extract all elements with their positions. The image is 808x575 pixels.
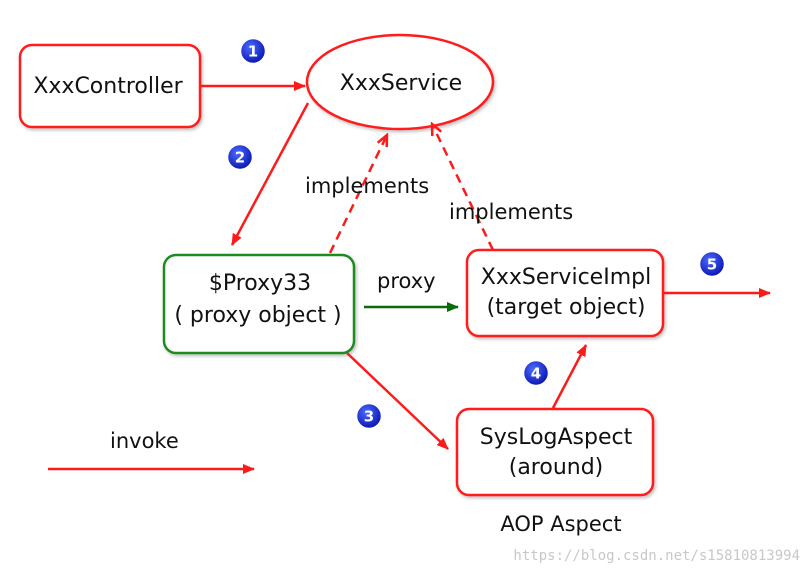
controller-node: XxxController [18,43,202,129]
step-badge-5: 5 [697,249,727,279]
step-badge-5-number: 5 [707,256,717,274]
watermark: https://blog.csdn.net/s15810813994 [513,548,800,564]
service-node: XxxService [305,33,495,131]
implements-label-left: implements [305,174,429,198]
edge-aspect-to-impl [551,344,588,409]
impl-label-line1: XxxServiceImpl [481,265,651,290]
edge-proxy-implements-service [328,135,387,254]
step-badge-1: 1 [238,36,268,66]
aspect-label-line2: (around) [509,455,604,480]
step-badge-3-number: 3 [364,408,374,426]
legend-invoke-label: invoke [110,429,179,453]
edge-proxy-to-aspect [346,352,449,450]
proxy-label-line1: $Proxy33 [209,271,311,296]
edge-impl-implements-service [432,124,495,251]
edge-service-to-proxy [230,102,310,246]
step-badge-2-number: 2 [235,149,245,167]
step-badge-2: 2 [225,142,255,172]
proxy-label-line2: ( proxy object ) [174,303,341,328]
step-badge-1-number: 1 [248,43,258,61]
implements-label-right: implements [449,200,573,224]
aop-aspect-caption: AOP Aspect [500,512,621,536]
step-badge-4: 4 [521,358,551,388]
aspect-label-line1: SysLogAspect [480,425,633,450]
proxy-edge-label: proxy [377,269,436,293]
step-badge-4-number: 4 [531,365,541,383]
impl-label-line2: (target object) [487,295,646,320]
aspect-node: SysLogAspect (around) [455,407,655,497]
proxy-node: $Proxy33 ( proxy object ) [162,253,356,355]
controller-label: XxxController [33,74,183,99]
impl-node: XxxServiceImpl (target object) [465,248,665,338]
service-label: XxxService [340,71,462,96]
legend: invoke [48,429,255,474]
step-badge-3: 3 [354,401,384,431]
